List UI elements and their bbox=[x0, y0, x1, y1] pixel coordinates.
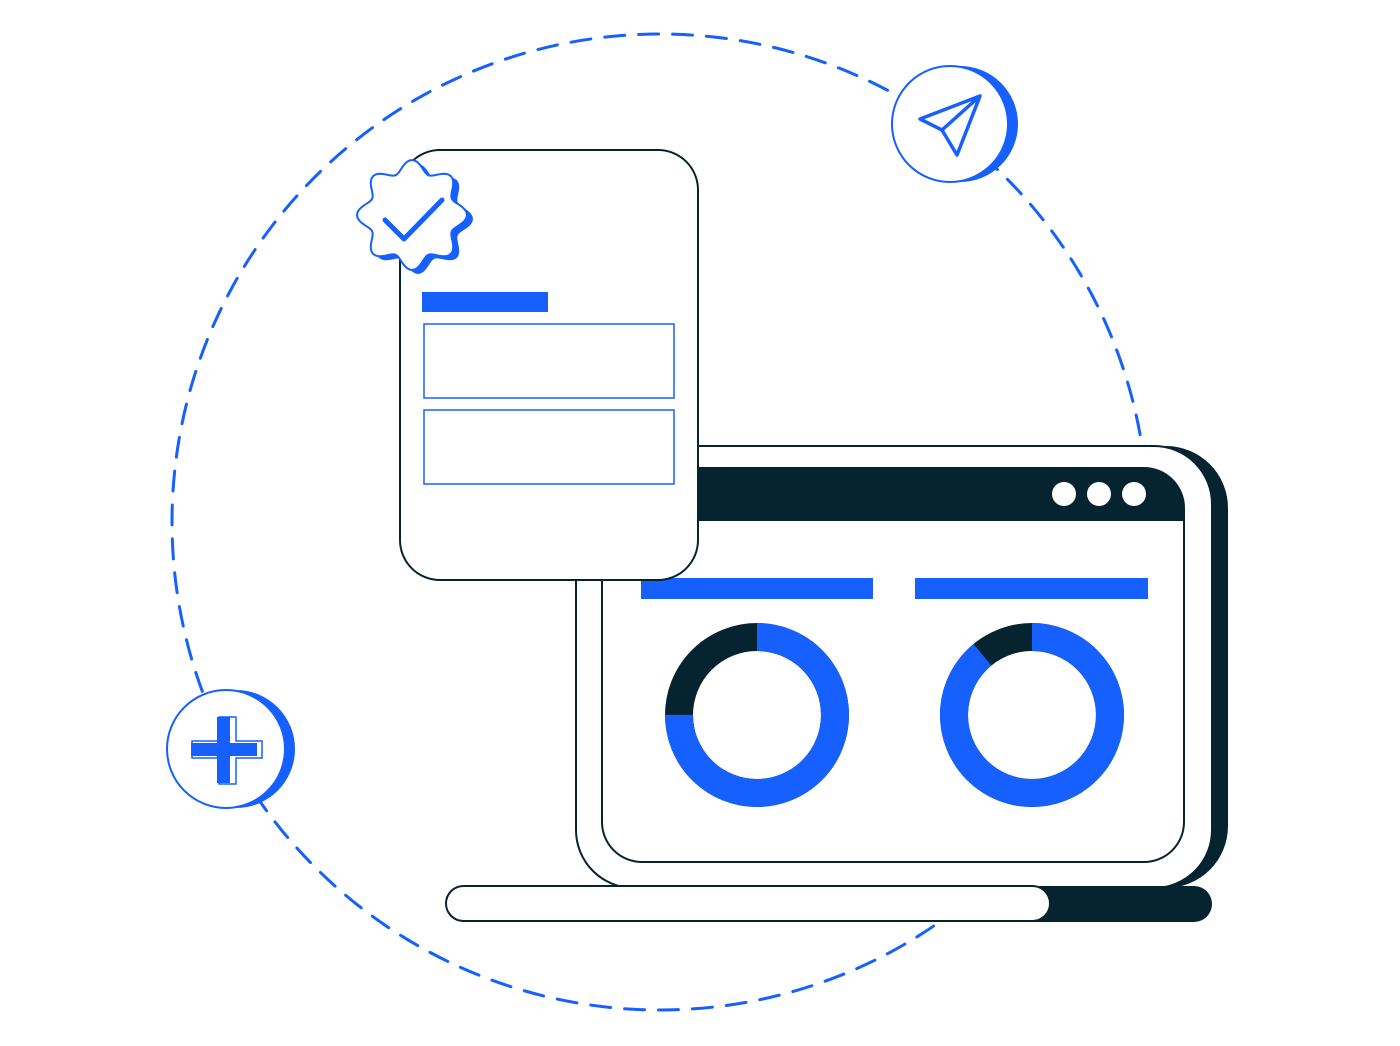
badge-shape bbox=[355, 158, 469, 272]
form-field bbox=[423, 409, 675, 485]
donut-filled-segment bbox=[940, 623, 1124, 807]
chart-heading-bar-right bbox=[915, 578, 1148, 599]
laptop bbox=[445, 445, 1228, 922]
laptop-base bbox=[445, 885, 1051, 922]
check-icon bbox=[382, 197, 445, 242]
form-field bbox=[423, 323, 675, 399]
paper-plane-icon bbox=[918, 94, 982, 157]
verified-badge-icon bbox=[355, 158, 473, 274]
chart-heading-bar-left bbox=[641, 578, 873, 599]
donut-chart-left bbox=[665, 623, 849, 807]
form-title-bar bbox=[422, 292, 548, 312]
plus-icon bbox=[166, 689, 295, 809]
form-card bbox=[399, 149, 699, 581]
donut-chart-right bbox=[940, 623, 1124, 807]
send-icon bbox=[891, 65, 1018, 183]
donut-filled-segment bbox=[665, 623, 849, 807]
browser-title-bar bbox=[602, 468, 1184, 521]
window-dots-icon bbox=[1052, 482, 1146, 506]
plus-icon-bar-horizontal bbox=[191, 743, 257, 756]
